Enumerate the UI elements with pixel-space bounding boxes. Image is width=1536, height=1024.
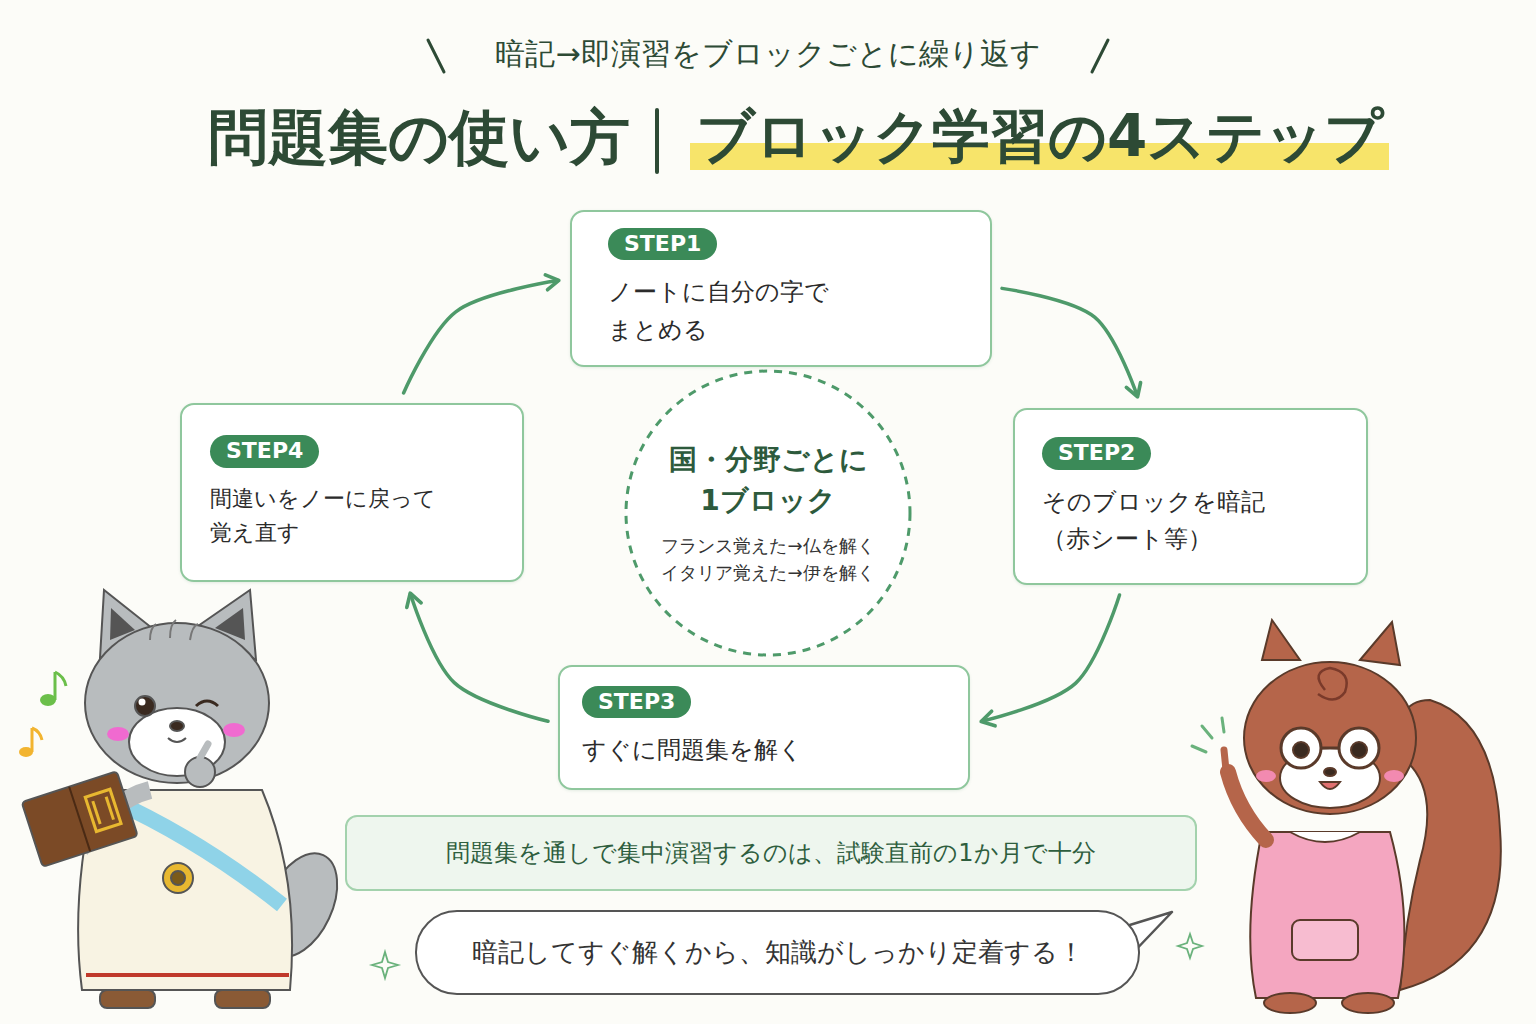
sparkle (372, 952, 398, 978)
title: 問題集の使い方 (208, 98, 630, 179)
toga-cat-character (150, 620, 198, 640)
toga-cat-character (223, 723, 245, 737)
squirrel-character (1256, 770, 1276, 782)
music-note (19, 672, 66, 757)
squirrel-character (1293, 742, 1309, 758)
cycle-arrow (982, 595, 1120, 721)
toga-cat-character (106, 797, 113, 820)
squirrel-character (1264, 993, 1316, 1013)
squirrel-character (1290, 832, 1360, 842)
squirrel-character (1292, 920, 1358, 960)
circle-example: フランス覚えた→仏を解く イタリア覚えた→伊を解く (652, 532, 884, 586)
step-text: そのブロックを暗記 （赤シート等） (1042, 484, 1266, 558)
squirrel-character (1324, 768, 1336, 776)
toga-cat-character (85, 789, 121, 831)
sparkle (1178, 934, 1202, 958)
step-text: すぐに問題集を解く (582, 732, 810, 769)
speech-text: 暗記してすぐ解くから、知識がしっかり定着する！ (472, 935, 1084, 970)
title-highlight: ブロック学習の4ステップ (690, 98, 1389, 176)
toga-cat-character (171, 871, 185, 885)
music-note (32, 728, 42, 740)
squirrel-character (1320, 782, 1340, 789)
toga-cat-character (22, 590, 353, 1008)
step-badge: STEP1 (608, 228, 717, 260)
step-badge: STEP4 (210, 435, 319, 467)
toga-cat-character (168, 738, 186, 742)
emphasis-marks (1192, 746, 1206, 752)
squirrel-character (1384, 770, 1404, 782)
squirrel-character (1281, 728, 1321, 768)
toga-cat-character (107, 727, 129, 741)
toga-cat-character (196, 701, 218, 706)
squirrel-character (1339, 728, 1379, 768)
circle-heading: 国・分野ごとに 1ブロック (661, 440, 876, 521)
step-text: 間違いをノーに戻って 覚え直す (210, 482, 440, 550)
subtitle: 暗記→即演習をブロックごとに繰り返す (368, 34, 1168, 75)
emphasis-marks (1192, 718, 1224, 752)
speech-bubble: 暗記してすぐ解くから、知識がしっかり定着する！ (415, 910, 1140, 995)
music-note (55, 672, 66, 686)
decor-stroke (428, 40, 444, 72)
squirrel-character (1224, 620, 1501, 1013)
squirrel-character (1351, 742, 1367, 758)
emphasis-marks (1202, 726, 1212, 738)
toga-cat-character (163, 863, 193, 893)
toga-cat-character (93, 801, 100, 824)
squirrel-character (1262, 620, 1300, 660)
toga-cat-character (135, 696, 155, 716)
dashed-circle (626, 371, 910, 655)
emphasis-marks (1222, 718, 1224, 732)
toga-cat-character (22, 771, 138, 867)
squirrel-character (1360, 622, 1400, 665)
music-note (54, 672, 57, 700)
toga-cat-character (215, 990, 270, 1008)
note-banner: 問題集を通しで集中演習するのは、試験直前の1か月で十分 (345, 815, 1197, 891)
squirrel-character (1224, 750, 1226, 770)
toga-cat-character (200, 744, 208, 758)
squirrel-character (1244, 662, 1416, 814)
step-box: STEP4 間違いをノーに戻って 覚え直す (180, 403, 524, 582)
note-text: 問題集を通しで集中演習するのは、試験直前の1か月で十分 (446, 837, 1095, 869)
decor-stroke (1092, 40, 1108, 72)
cycle-arrow (404, 281, 558, 393)
step-badge: STEP2 (1042, 437, 1151, 469)
toga-cat-character (86, 973, 289, 977)
cycle-arrow (1002, 288, 1137, 396)
toga-cat-character (139, 699, 146, 706)
step-box: STEP3 すぐに問題集を解く (558, 665, 970, 790)
step-text: ノートに自分の字で まとめる (608, 274, 836, 348)
toga-cat-character (170, 721, 184, 731)
squirrel-character (1342, 993, 1394, 1013)
squirrel-character (1228, 772, 1266, 840)
toga-cat-character (85, 623, 269, 783)
step-box: STEP2 そのブロックを暗記 （赤シート等） (1013, 408, 1368, 585)
step-box: STEP1 ノートに自分の字で まとめる (570, 210, 992, 367)
center-circle: 国・分野ごとに 1ブロックフランス覚えた→仏を解く イタリア覚えた→伊を解く (623, 368, 913, 658)
squirrel-character (1250, 832, 1404, 998)
squirrel-character (1321, 747, 1339, 750)
cycle-arrow (410, 594, 548, 721)
music-note (31, 728, 34, 752)
toga-cat-character (22, 771, 138, 867)
decor-stroke (655, 110, 659, 172)
toga-cat-character (100, 990, 155, 1008)
squirrel-character (1318, 668, 1347, 700)
step-badge: STEP3 (582, 686, 691, 718)
toga-cat-character (112, 800, 282, 905)
